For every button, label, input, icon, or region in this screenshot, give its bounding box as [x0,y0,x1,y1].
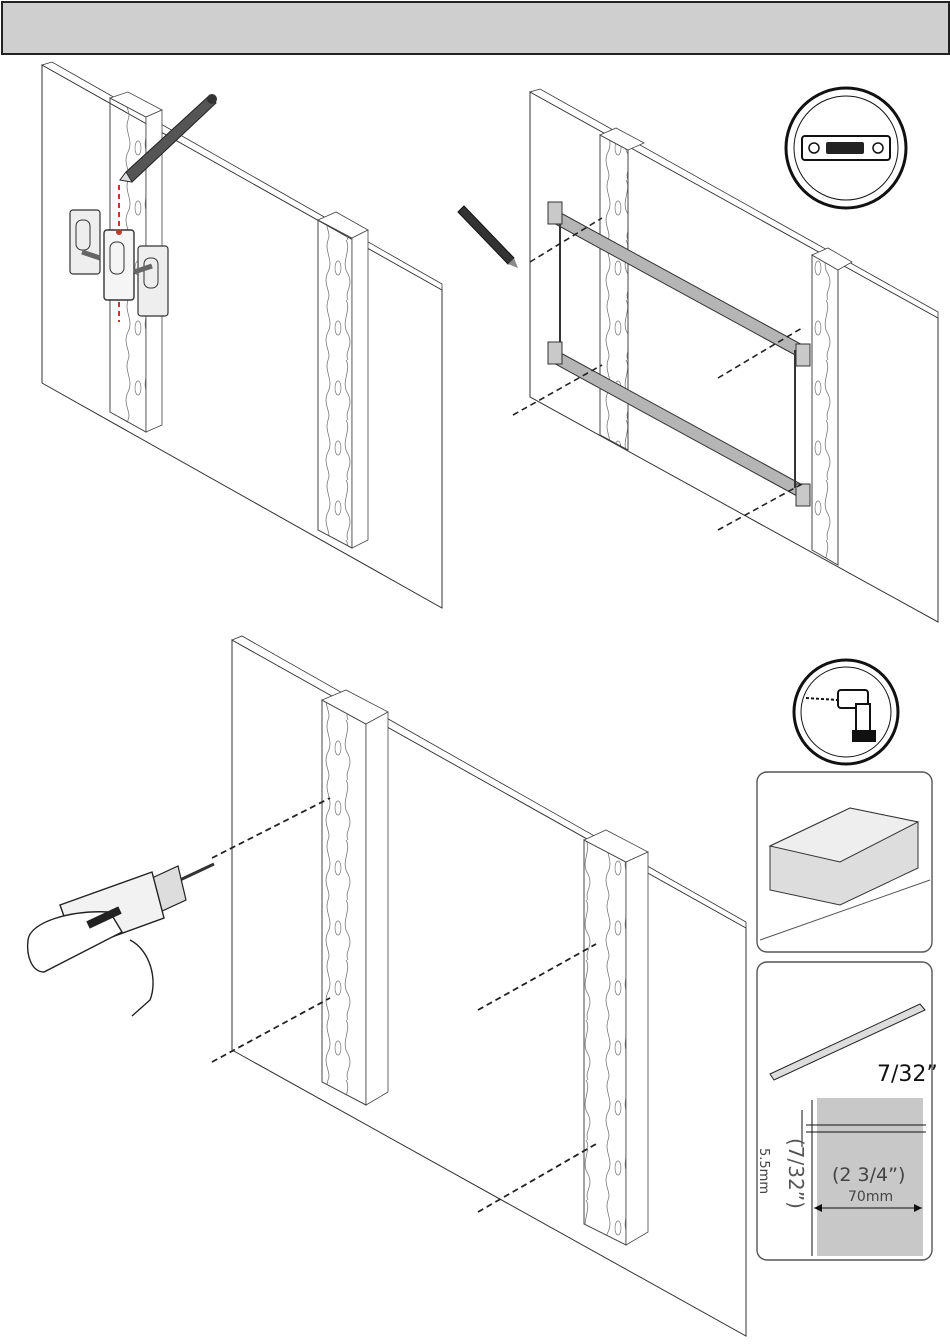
stud-right-2 [812,255,838,565]
drill-in-hand-icon [28,864,214,1016]
step1-panel [42,62,442,608]
drill-bit-size-label: 7/32” [877,1062,938,1087]
level-icon [786,88,906,208]
stud-left-3 [322,700,366,1105]
drill-depth-detail [757,962,932,1260]
hole-diameter-mm: 5.5mm [756,1148,771,1194]
hole-depth-mm: 70mm [848,1189,893,1205]
hole-diameter-inches: (7/32”) [784,1138,808,1209]
stud-left-2 [600,135,628,450]
hole-depth-inches: (2 3/4”) [832,1164,905,1186]
wall-panel-3 [232,640,746,1336]
stud-right-3 [584,840,626,1245]
wood-stud-detail [757,772,932,952]
stud-right-1 [318,220,352,548]
drill-icon [794,660,898,764]
marking-pencil-icon [458,206,518,268]
wall-panel-1 [42,65,442,608]
step2-panel [458,88,938,622]
